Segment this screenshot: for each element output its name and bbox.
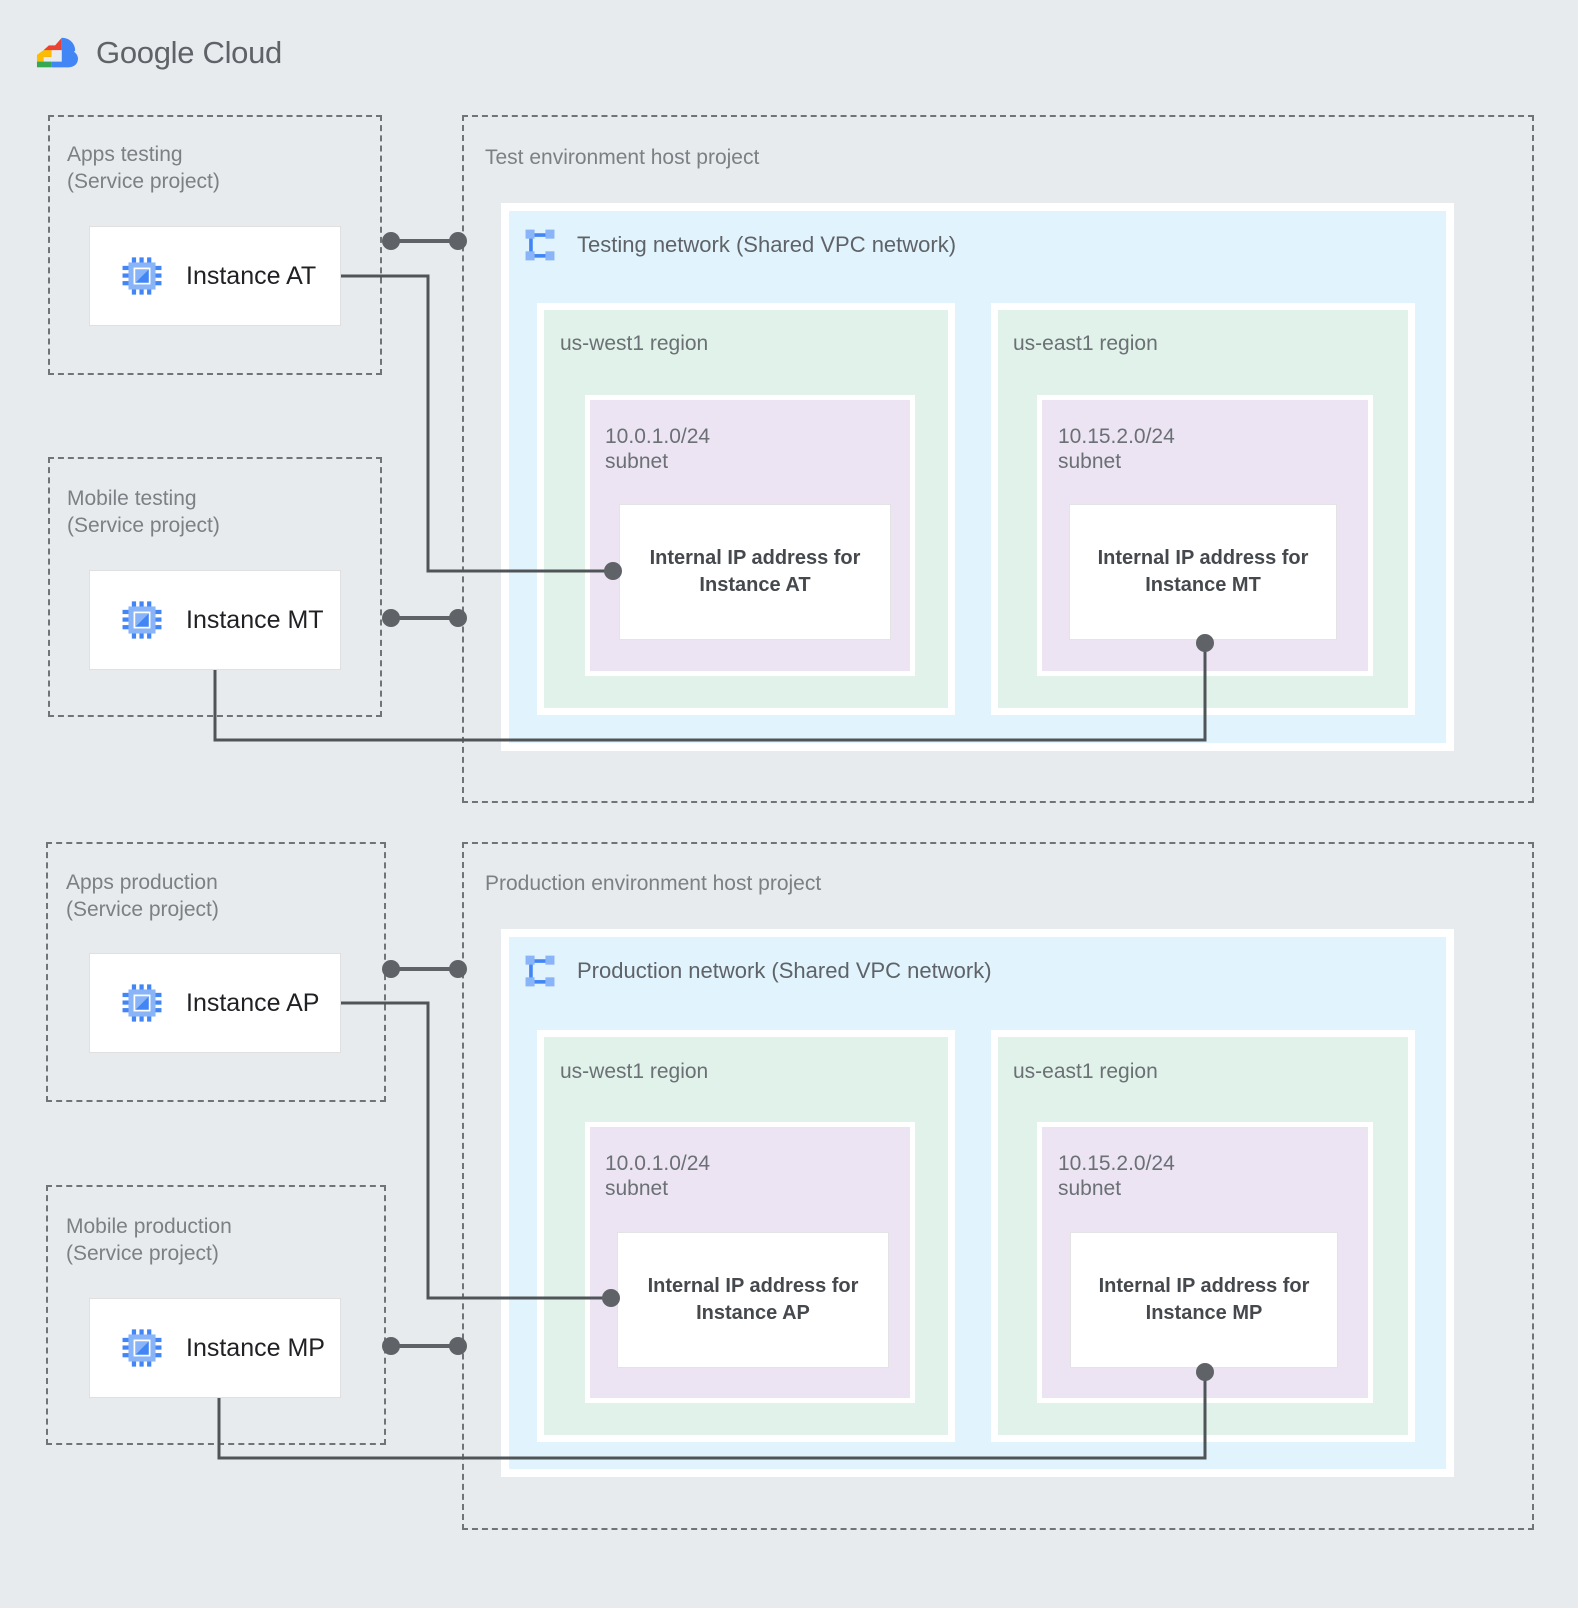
cpu-instance-icon xyxy=(122,984,162,1022)
vpc-network-testing-header: Testing network (Shared VPC network) xyxy=(521,226,956,264)
vpc-network-icon xyxy=(525,955,555,987)
service-project-apps-production-label: Apps production (Service project) xyxy=(66,871,219,921)
vpc-network-icon xyxy=(525,229,555,261)
ip-card-instance-mt: Internal IP address for Instance MT xyxy=(1069,504,1337,640)
cpu-instance-icon xyxy=(122,1329,162,1367)
wire-dot-at-service xyxy=(382,232,400,250)
region-us-west1-test-label: us-west1 region xyxy=(560,332,709,355)
cpu-instance-icon xyxy=(122,601,162,639)
service-project-apps-testing xyxy=(48,115,382,375)
instance-card-mp[interactable]: Instance MP xyxy=(89,1298,341,1398)
vpc-network-production-title: Production network (Shared VPC network) xyxy=(577,958,992,983)
brand-name-light: Cloud xyxy=(194,35,282,70)
google-cloud-brand: Google Cloud xyxy=(32,32,282,74)
region-us-east1-test-label: us-east1 region xyxy=(1013,332,1158,355)
subnet-10-0-1-0-24-production-label: 10.0.1.0/24 subnet xyxy=(605,1152,711,1200)
instance-card-ap[interactable]: Instance AP xyxy=(89,953,341,1053)
subnet-10-15-2-0-24-test-label: 10.15.2.0/24 subnet xyxy=(1058,425,1175,473)
google-cloud-logo-icon xyxy=(36,37,78,68)
brand-name: Google Cloud xyxy=(96,35,282,71)
subnet-10-15-2-0-24-production-label: 10.15.2.0/24 subnet xyxy=(1058,1152,1175,1200)
subnet-10-0-1-0-24-test-label: 10.0.1.0/24 subnet xyxy=(605,425,711,473)
ip-card-instance-mp-label: Internal IP address for Instance MP xyxy=(1098,1275,1310,1324)
ip-card-instance-ap-label: Internal IP address for Instance AP xyxy=(647,1275,859,1324)
service-project-mobile-testing-label: Mobile testing (Service project) xyxy=(67,487,220,537)
instance-card-mt[interactable]: Instance MT xyxy=(89,570,341,670)
ip-card-instance-at-label: Internal IP address for Instance AT xyxy=(649,547,861,596)
cpu-instance-icon xyxy=(122,257,162,295)
service-project-mobile-production xyxy=(46,1185,386,1445)
service-project-mobile-production-label: Mobile production (Service project) xyxy=(66,1215,232,1265)
host-project-test-label: Test environment host project xyxy=(485,146,760,169)
region-us-east1-production-label: us-east1 region xyxy=(1013,1060,1158,1083)
ip-card-instance-mp: Internal IP address for Instance MP xyxy=(1070,1232,1338,1368)
vpc-network-testing-title: Testing network (Shared VPC network) xyxy=(577,232,957,257)
service-project-apps-testing-label: Apps testing (Service project) xyxy=(67,143,220,193)
host-project-production-label: Production environment host project xyxy=(485,872,822,895)
instance-card-ap-label: Instance AP xyxy=(186,988,320,1017)
ip-card-instance-at: Internal IP address for Instance AT xyxy=(619,504,891,640)
ip-card-instance-mt-label: Internal IP address for Instance MT xyxy=(1097,547,1309,596)
instance-card-mp-label: Instance MP xyxy=(186,1333,325,1362)
vpc-network-production-header: Production network (Shared VPC network) xyxy=(521,952,992,990)
wire-dot-mt-service xyxy=(382,609,400,627)
brand-name-bold: Google xyxy=(96,35,195,70)
instance-card-mt-label: Instance MT xyxy=(186,605,324,634)
instance-card-at[interactable]: Instance AT xyxy=(89,226,341,326)
ip-card-instance-ap: Internal IP address for Instance AP xyxy=(617,1232,889,1368)
instance-card-at-label: Instance AT xyxy=(186,261,317,290)
region-us-west1-production-label: us-west1 region xyxy=(560,1060,709,1083)
